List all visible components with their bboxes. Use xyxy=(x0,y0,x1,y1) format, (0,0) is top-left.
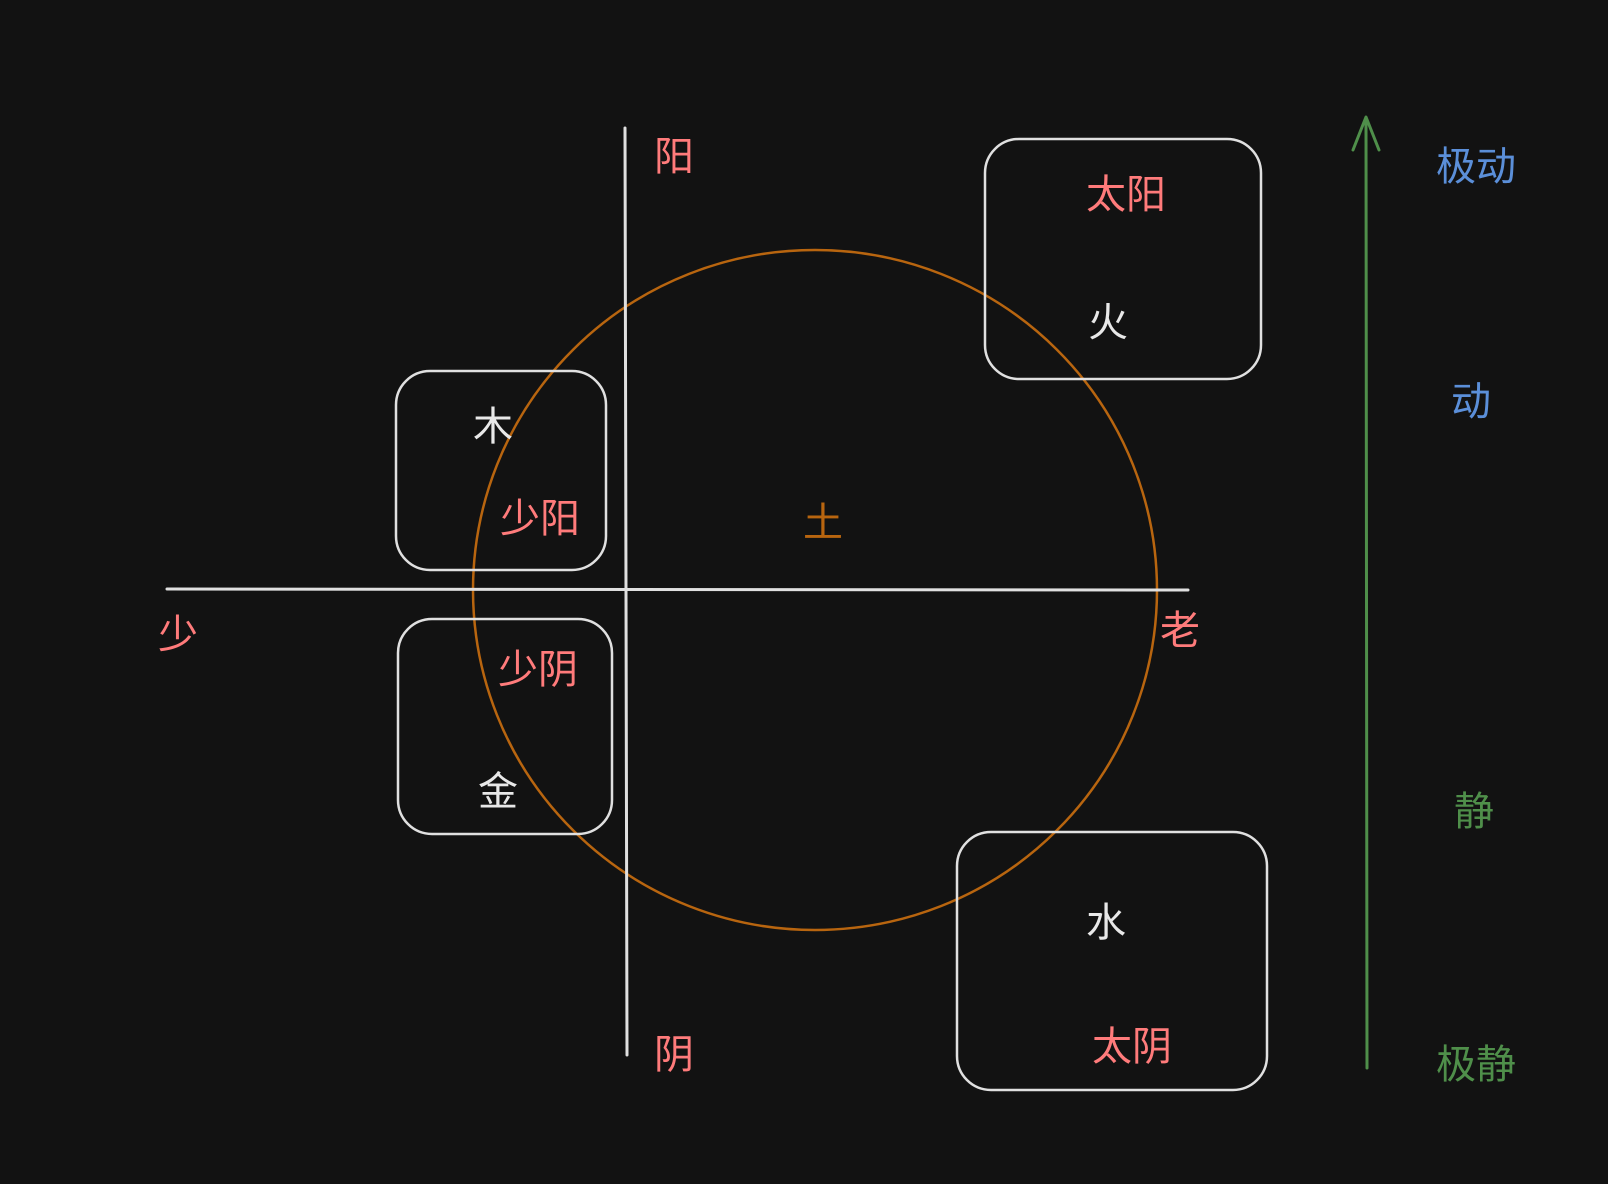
scale-extreme-motion: 极动 xyxy=(1436,144,1516,190)
axis-label-shao: 少 xyxy=(158,612,198,658)
axis-label-yin: 阴 xyxy=(654,1032,694,1078)
axis-label-yang: 阳 xyxy=(654,134,694,180)
phase-tai-yang: 太阳 xyxy=(1086,172,1166,218)
box-shao-yin xyxy=(396,617,614,836)
phase-tai-yin: 太阴 xyxy=(1092,1024,1172,1070)
box-shao-yang xyxy=(394,369,608,572)
phase-shao-yang: 少阳 xyxy=(500,496,580,542)
box-tai-yin xyxy=(955,830,1269,1092)
element-wood: 木 xyxy=(473,404,513,450)
horizontal-axis xyxy=(165,587,1190,592)
motion-arrow-shaft xyxy=(1364,118,1369,1070)
vertical-axis xyxy=(623,126,629,1057)
motion-arrow-head-icon xyxy=(1351,115,1381,152)
axis-label-lao: 老 xyxy=(1160,608,1200,654)
phase-shao-yin: 少阴 xyxy=(498,647,578,693)
scale-extreme-stillness: 极静 xyxy=(1436,1042,1516,1088)
element-fire: 火 xyxy=(1088,300,1128,346)
box-tai-yang xyxy=(983,137,1263,381)
scale-motion: 动 xyxy=(1451,379,1491,425)
center-element-earth: 土 xyxy=(803,500,843,546)
element-water: 水 xyxy=(1086,900,1126,946)
element-metal: 金 xyxy=(478,769,518,815)
scale-stillness: 静 xyxy=(1454,789,1494,835)
